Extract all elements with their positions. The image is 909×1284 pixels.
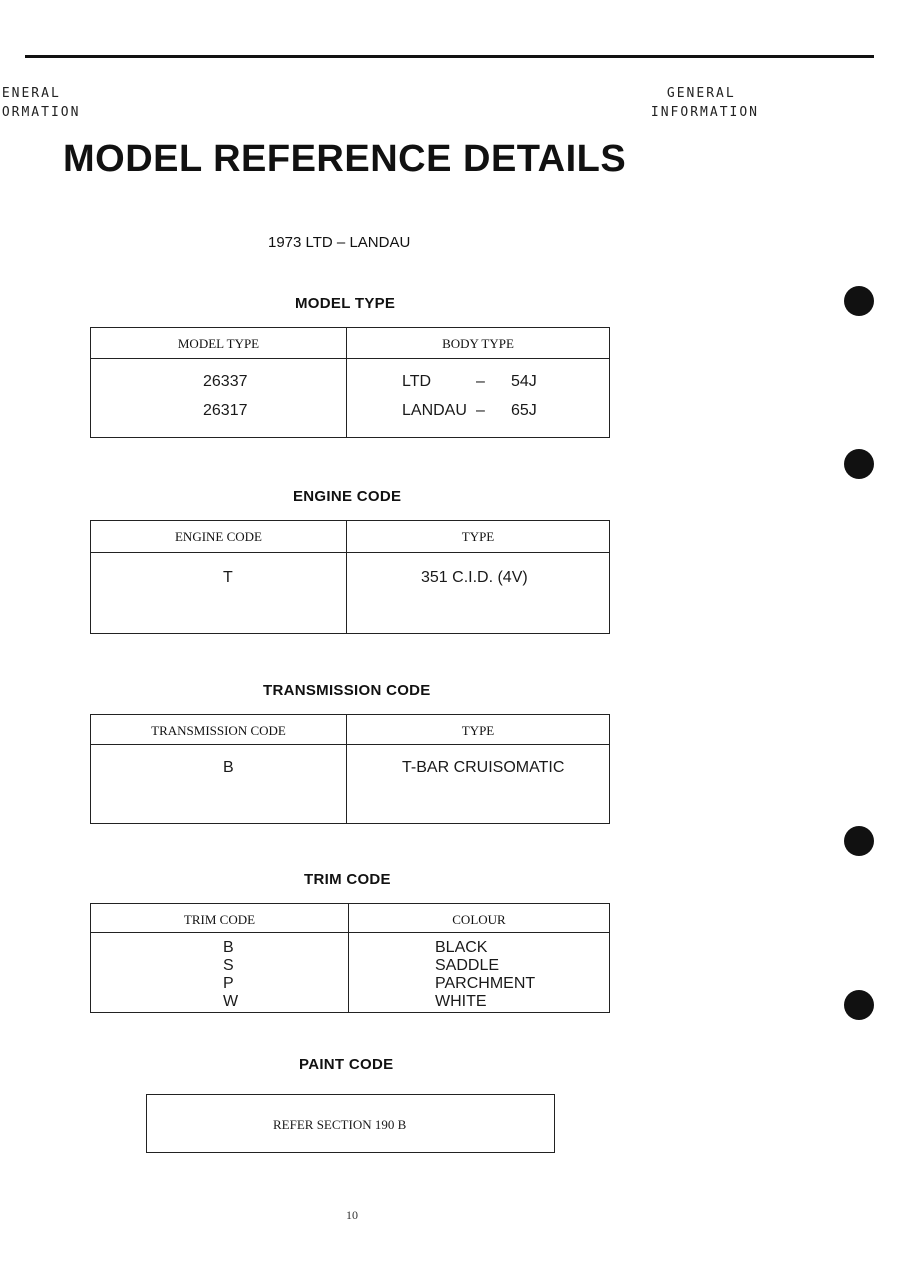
punch-hole-1 [844,286,874,316]
header-left-line2: FORMATION [0,105,81,120]
punch-hole-2 [844,449,874,479]
trim-col2-header: COLOUR [452,912,506,927]
model-code-2: 26317 [203,402,248,419]
punch-hole-4 [844,990,874,1020]
model-dash-1: – [476,373,485,390]
model-code-1: 26337 [203,373,248,390]
page-number: 10 [346,1208,358,1222]
engine-code-heading: ENGINE CODE [293,488,402,505]
model-type-col2-header: BODY TYPE [442,336,514,351]
transmission-code-heading: TRANSMISSION CODE [263,682,431,699]
model-body-1: LTD [402,373,432,390]
engine-col1-header: ENGINE CODE [91,521,347,552]
trim-code-4: W [223,993,239,1010]
engine-code-table: ENGINE CODE TYPE [90,520,610,634]
trim-code-1: B [223,939,234,956]
transmission-col1-header: TRANSMISSION CODE [91,715,347,744]
transmission-col2-header: TYPE [461,723,495,738]
trim-code-3: P [223,975,234,992]
paint-code-box [146,1094,555,1153]
transmission-code-value: B [223,759,234,776]
model-type-table: MODEL TYPE BODY TYPE [90,327,610,438]
paint-code-heading: PAINT CODE [299,1056,394,1073]
trim-colour-3: PARCHMENT [435,975,536,992]
page-subtitle: 1973 LTD – LANDAU [268,234,411,251]
model-dash-2: – [476,402,485,419]
header-left-line1: GENERAL [0,86,61,101]
transmission-code-table: TRANSMISSION CODE TYPE [90,714,610,824]
header-right-line2: INFORMATION [650,105,759,120]
model-suffix-1: 54J [511,373,537,390]
header-left: GENERAL FORMATION [0,84,150,122]
header-right: GENERAL INFORMATION [651,84,759,122]
model-type-heading: MODEL TYPE [295,295,396,312]
engine-type-value: 351 C.I.D. (4V) [421,569,528,586]
trim-code-2: S [223,957,234,974]
page-title: MODEL REFERENCE DETAILS [63,138,627,180]
top-rule [25,55,874,58]
paint-code-note: REFER SECTION 190 B [273,1117,407,1132]
trim-col1-header: TRIM CODE [91,904,349,932]
transmission-type-value: T-BAR CRUISOMATIC [402,759,565,776]
trim-code-table: TRIM CODE COLOUR [90,903,610,1013]
engine-col2-header: TYPE [461,529,495,544]
header-right-line1: GENERAL [666,86,736,101]
trim-code-heading: TRIM CODE [304,871,391,888]
trim-colour-2: SADDLE [435,957,500,974]
model-suffix-2: 65J [511,402,537,419]
engine-code-value: T [223,569,233,586]
model-body-2: LANDAU [402,402,467,419]
punch-hole-3 [844,826,874,856]
model-type-col1-header: MODEL TYPE [91,328,347,358]
trim-colour-1: BLACK [435,939,488,956]
trim-colour-4: WHITE [435,993,487,1010]
